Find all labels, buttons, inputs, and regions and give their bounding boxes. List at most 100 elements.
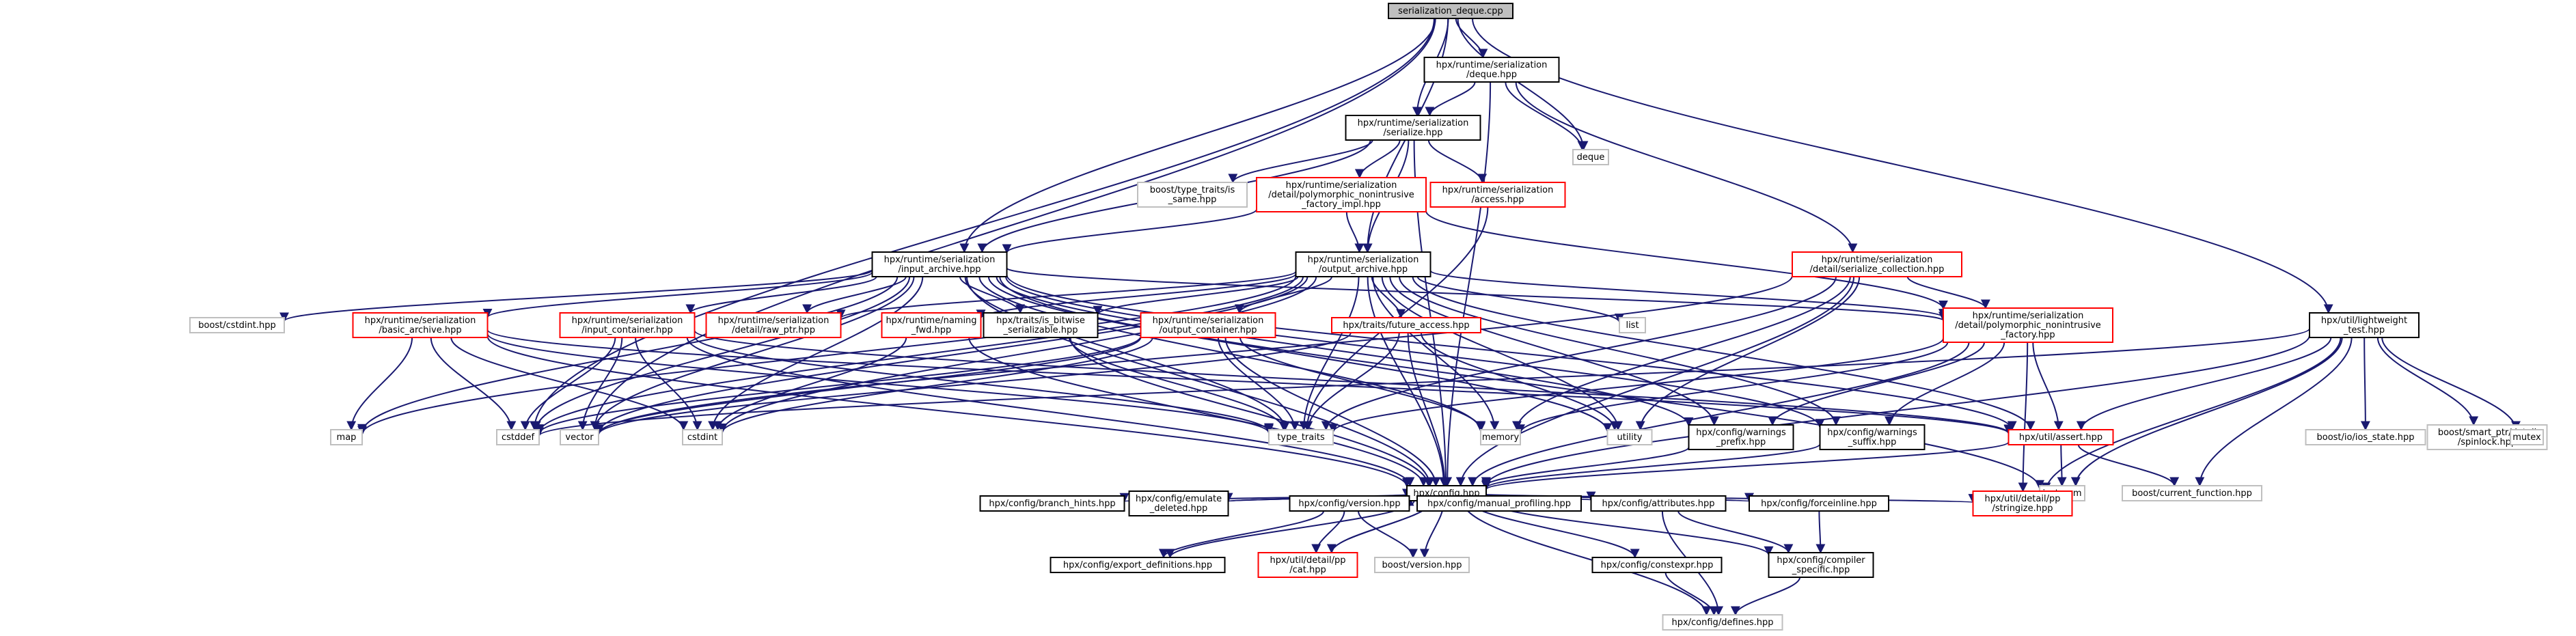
node-label: hpx/config/compiler (1777, 555, 1865, 566)
node-poly_nonintr[interactable]: hpx/runtime/serialization/detail/polymor… (1943, 307, 2113, 343)
edge-input_archive-to-config (965, 276, 1435, 487)
node-box (1688, 424, 1794, 450)
node-basic_archive[interactable]: hpx/runtime/serialization/basic_archive.… (352, 312, 489, 338)
node-boost_version[interactable]: boost/version.hpp (1374, 557, 1470, 573)
node-ios_state[interactable]: boost/io/ios_state.hpp (2305, 429, 2426, 445)
node-mutex[interactable]: mutex (2510, 429, 2544, 445)
node-box (1416, 495, 1582, 512)
node-memory[interactable]: memory (1480, 429, 1521, 445)
node-forceinline[interactable]: hpx/config/forceinline.hpp (1749, 495, 1889, 512)
edge-input_container-to-cstddef (520, 337, 616, 431)
node-deque_std[interactable]: deque (1572, 149, 1609, 165)
node-label: /output_archive.hpp (1319, 264, 1408, 275)
edge-serialize_collection-to-utility (1635, 276, 1861, 431)
edge-output_archive-to-vector (594, 276, 1308, 434)
node-list[interactable]: list (1619, 317, 1646, 333)
node-label: hpx/runtime/serialization (1436, 60, 1548, 70)
node-cat[interactable]: hpx/util/detail/pp/cat.hpp (1257, 552, 1358, 578)
node-label: vector (565, 432, 594, 443)
node-emulate_deleted[interactable]: hpx/config/emulate_deleted.hpp (1128, 490, 1229, 516)
node-type_traits[interactable]: type_traits (1268, 429, 1334, 445)
node-access[interactable]: hpx/runtime/serialization/access.hpp (1429, 182, 1566, 208)
edge-root-to-deque_std (1457, 18, 1589, 151)
node-box (1295, 251, 1431, 277)
edge-output_container-to-type_traits (1217, 337, 1300, 431)
node-box (1140, 312, 1276, 338)
node-label: hpx/util/assert.hpp (2019, 432, 2102, 443)
edge-output_container-to-memory (1239, 337, 1486, 431)
node-is_same[interactable]: boost/type_traits/is_same.hpp (1137, 182, 1248, 208)
node-deque_hpp[interactable]: hpx/runtime/serialization/deque.hpp (1423, 57, 1560, 83)
node-box (1429, 182, 1566, 208)
node-stringize[interactable]: hpx/util/detail/pp/stringize.hpp (1972, 490, 2073, 516)
node-current_function[interactable]: boost/current_function.hpp (2122, 485, 2262, 501)
node-attributes[interactable]: hpx/config/attributes.hpp (1590, 495, 1727, 512)
node-output_archive[interactable]: hpx/runtime/serialization/output_archive… (1295, 251, 1431, 277)
node-label: hpx/runtime/serialization (1358, 118, 1469, 128)
node-root[interactable]: serialization_deque.cpp (1388, 3, 1513, 19)
edge-lightweight-to-config (1481, 335, 2310, 487)
node-export_definitions[interactable]: hpx/config/export_definitions.hpp (1050, 557, 1226, 573)
node-label: hpx/config/version.hpp (1298, 499, 1400, 509)
node-defines[interactable]: hpx/config/defines.hpp (1662, 614, 1783, 631)
node-vector[interactable]: vector (560, 429, 599, 445)
node-utility[interactable]: utility (1606, 429, 1653, 445)
node-manual_profiling[interactable]: hpx/config/manual_profiling.hpp (1416, 495, 1582, 512)
node-boost_cstdint[interactable]: boost/cstdint.hpp (189, 317, 285, 333)
node-is_bitwise[interactable]: hpx/traits/is_bitwise_serializable.hpp (983, 312, 1099, 338)
node-box (1388, 3, 1513, 19)
node-label: mutex (2512, 432, 2541, 443)
node-box (559, 312, 696, 338)
node-poly_nonintr_impl[interactable]: hpx/runtime/serialization/detail/polymor… (1256, 177, 1427, 212)
node-lightweight[interactable]: hpx/util/lightweight_test.hpp (2309, 312, 2420, 338)
edge-root-to-vector (590, 18, 1436, 431)
node-label: map (337, 432, 357, 443)
node-future_access[interactable]: hpx/traits/future_access.hpp (1331, 317, 1481, 333)
edge-serialize-to-poly_nonintr_impl (1354, 139, 1401, 179)
node-label: hpx/config/attributes.hpp (1602, 499, 1714, 509)
edge-output_archive-to-future_access (1371, 276, 1406, 319)
node-box (1480, 429, 1521, 445)
node-serialize_collection[interactable]: hpx/runtime/serialization/detail/seriali… (1792, 251, 1962, 277)
edge-input_archive-to-warnings_prefix (996, 276, 1694, 427)
node-label: boost/io/ios_state.hpp (2317, 432, 2415, 443)
node-label: /serialize.hpp (1384, 128, 1443, 138)
edge-output_archive-to-utility (1381, 276, 1623, 431)
edge-output_container-to-vector (594, 337, 1142, 435)
node-cstdint[interactable]: cstdint (682, 429, 723, 445)
edge-deque_hpp-to-serialize (1425, 81, 1476, 117)
node-label: /cat.hpp (1289, 565, 1326, 575)
node-compiler_specific[interactable]: hpx/config/compiler_specific.hpp (1768, 552, 1874, 578)
edge-naming_fwd-to-cstdint (713, 337, 907, 431)
node-label: list (1626, 320, 1639, 331)
node-warnings_prefix[interactable]: hpx/config/warnings_prefix.hpp (1688, 424, 1794, 450)
node-map[interactable]: map (330, 429, 363, 445)
edge-lightweight-to-cstddef (534, 328, 2310, 437)
node-naming_fwd[interactable]: hpx/runtime/naming_fwd.hpp (881, 312, 982, 338)
node-label: cstddef (502, 432, 535, 443)
node-cstddef[interactable]: cstddef (496, 429, 540, 445)
edge-input_archive-to-type_traits (964, 276, 1290, 431)
node-box (1268, 429, 1334, 445)
edge-serialize_collection-to-vector (594, 275, 1793, 436)
edge-input_container-to-vector (577, 337, 623, 431)
node-box (1572, 149, 1609, 165)
node-label: memory (1482, 432, 1520, 443)
node-box (1331, 317, 1481, 333)
node-label: _same.hpp (1168, 195, 1217, 205)
node-label: hpx/runtime/serialization (1442, 185, 1554, 195)
node-version[interactable]: hpx/config/version.hpp (1289, 495, 1410, 512)
edge-input_container-to-config (686, 337, 1415, 487)
node-warnings_suffix[interactable]: hpx/config/warnings_suffix.hpp (1819, 424, 1926, 450)
node-branch_hints[interactable]: hpx/config/branch_hints.hpp (979, 495, 1125, 512)
edge-version-to-boost_version (1358, 510, 1418, 559)
node-constexpr[interactable]: hpx/config/constexpr.hpp (1591, 557, 1723, 573)
node-output_container[interactable]: hpx/runtime/serialization/output_contain… (1140, 312, 1276, 338)
node-input_archive[interactable]: hpx/runtime/serialization/input_archive.… (871, 251, 1008, 277)
node-input_container[interactable]: hpx/runtime/serialization/input_containe… (559, 312, 696, 338)
node-assert[interactable]: hpx/util/assert.hpp (2008, 429, 2114, 445)
node-label: hpx/util/detail/pp (1270, 555, 1346, 566)
node-serialize[interactable]: hpx/runtime/serialization/serialize.hpp (1345, 115, 1481, 141)
node-raw_ptr[interactable]: hpx/runtime/serialization/detail/raw_ptr… (705, 312, 842, 338)
